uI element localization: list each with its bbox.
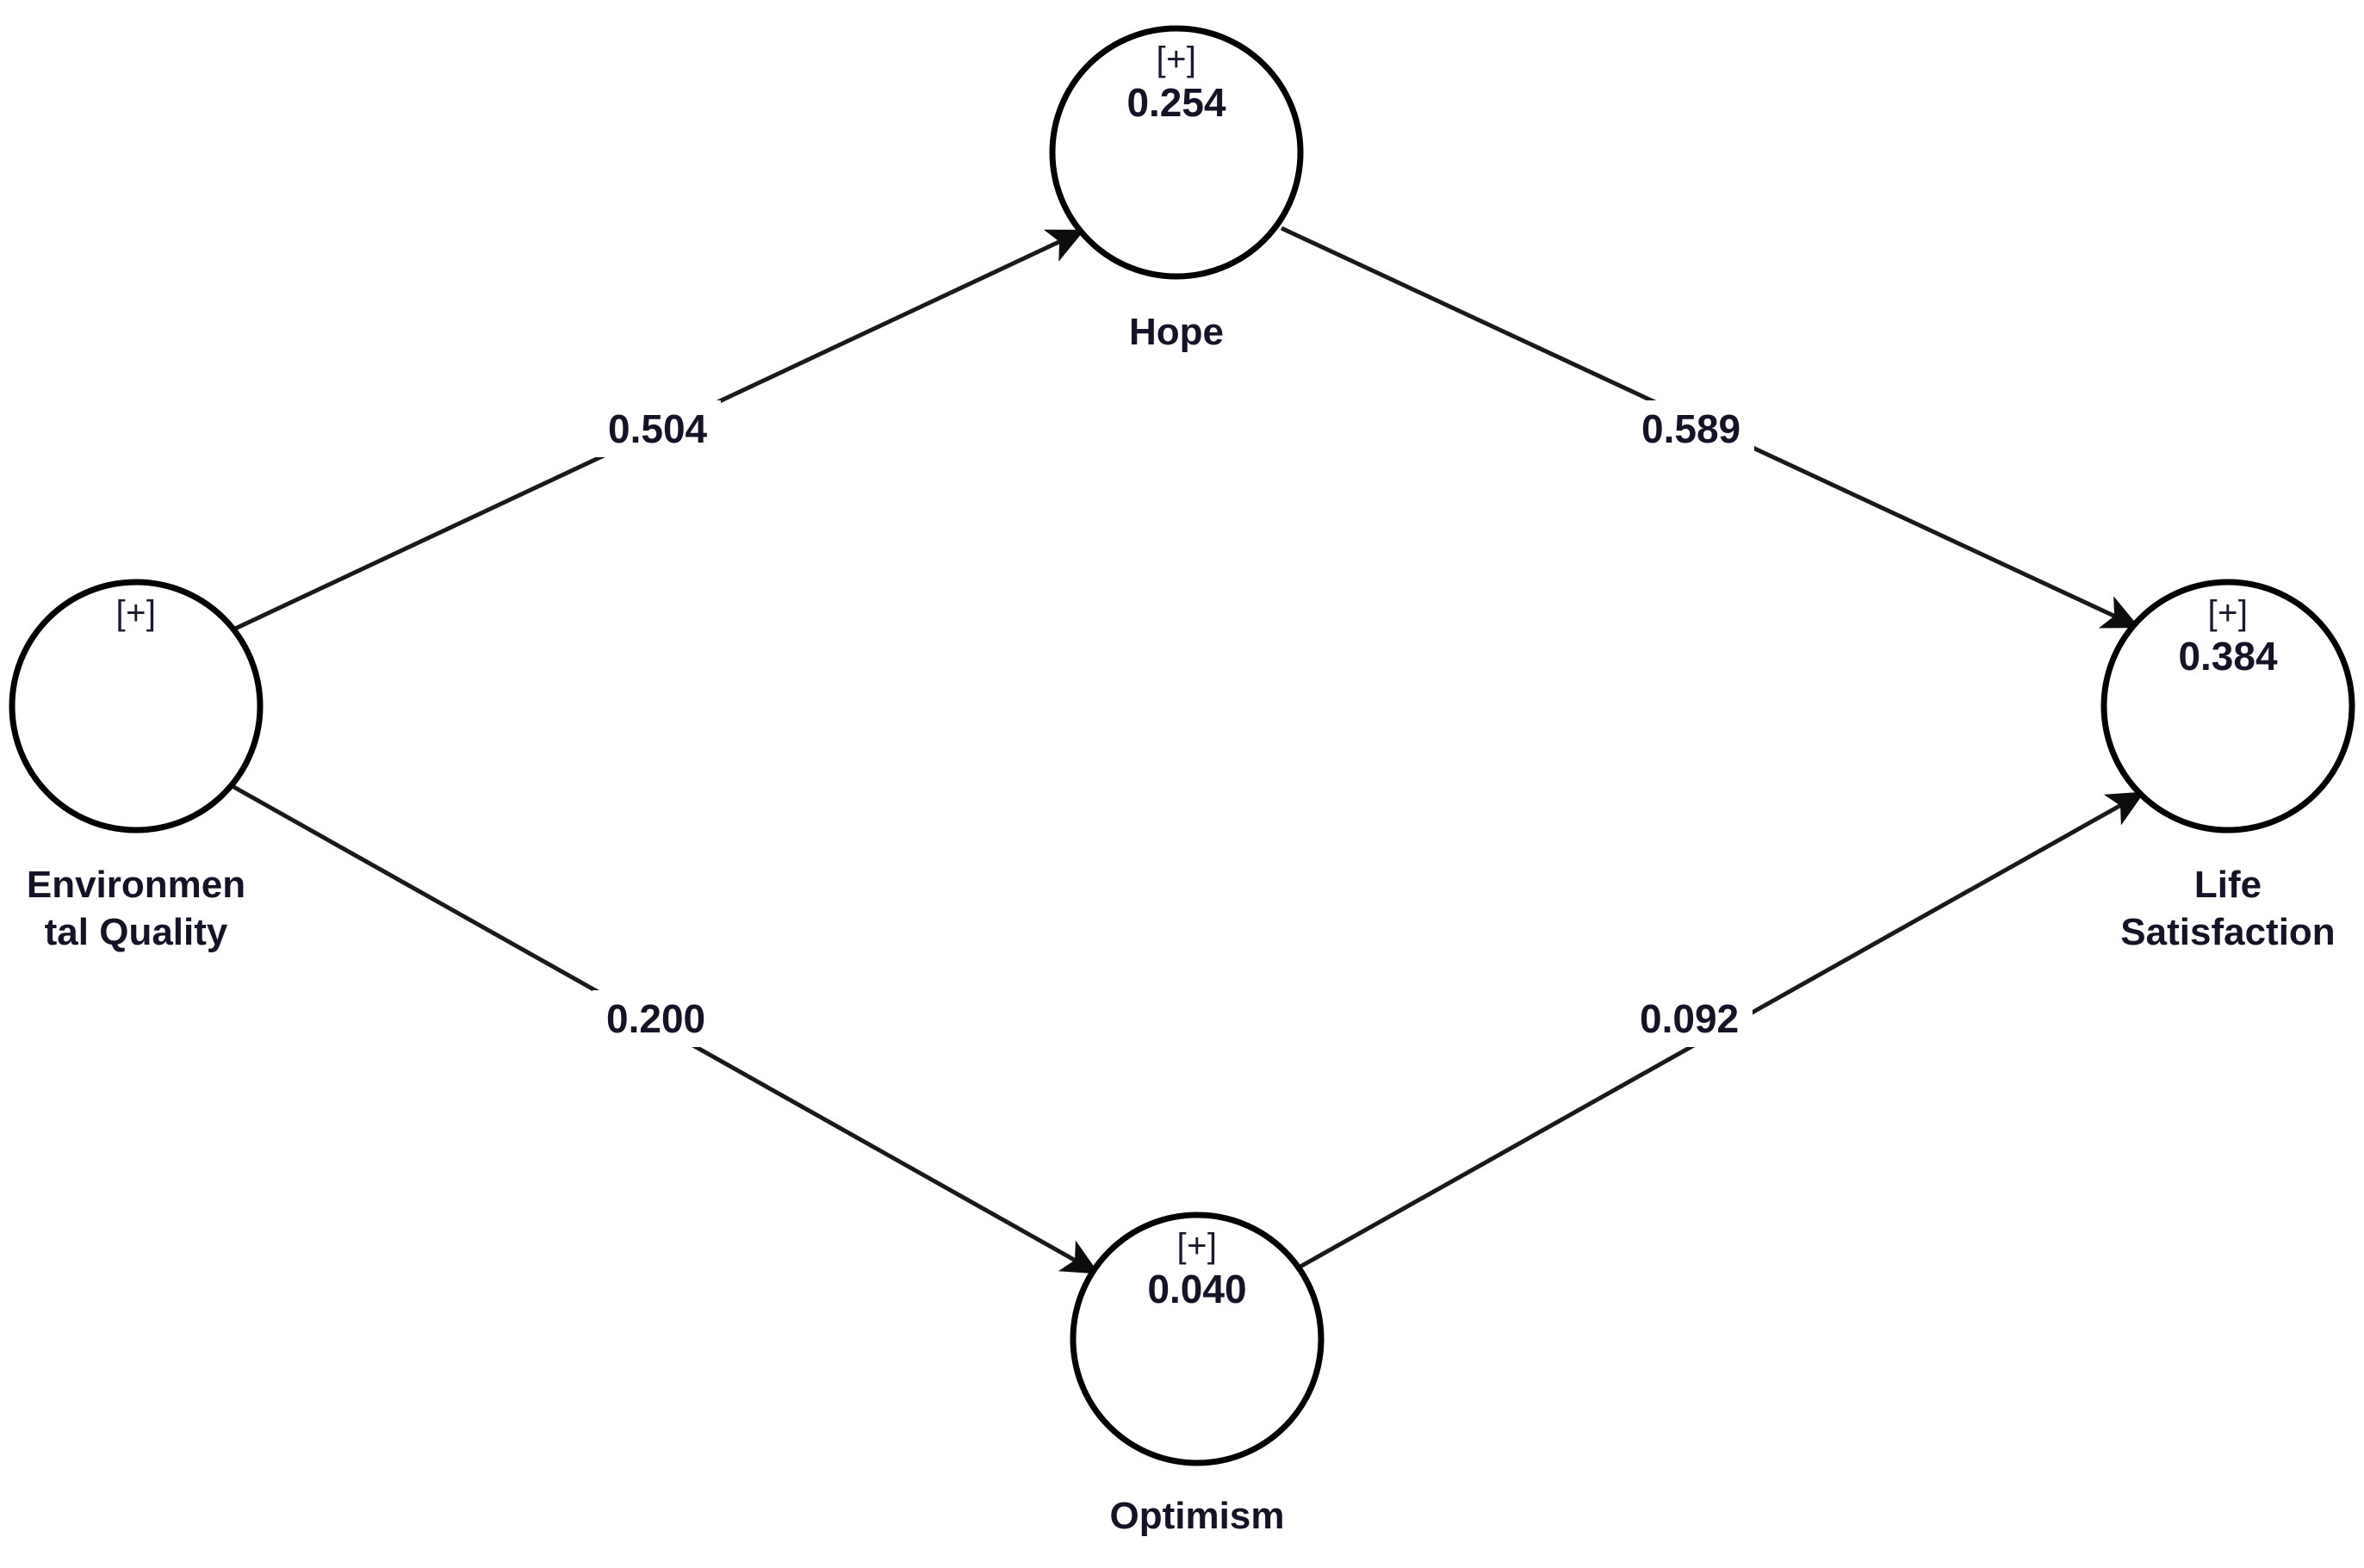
node-circle-optimism[interactable] <box>1070 1212 1325 1466</box>
node-circle-environmental-quality[interactable] <box>9 579 264 834</box>
edge-eq-to-hope <box>232 229 1085 632</box>
edge-optimism-to-life-satisfaction <box>1297 791 2145 1270</box>
node-circle-life-satisfaction[interactable] <box>2100 579 2355 834</box>
edge-eq-to-optimism <box>229 783 1100 1274</box>
node-circle-hope[interactable] <box>1049 25 1304 280</box>
edge-hope-to-life-satisfaction <box>1280 226 2140 629</box>
